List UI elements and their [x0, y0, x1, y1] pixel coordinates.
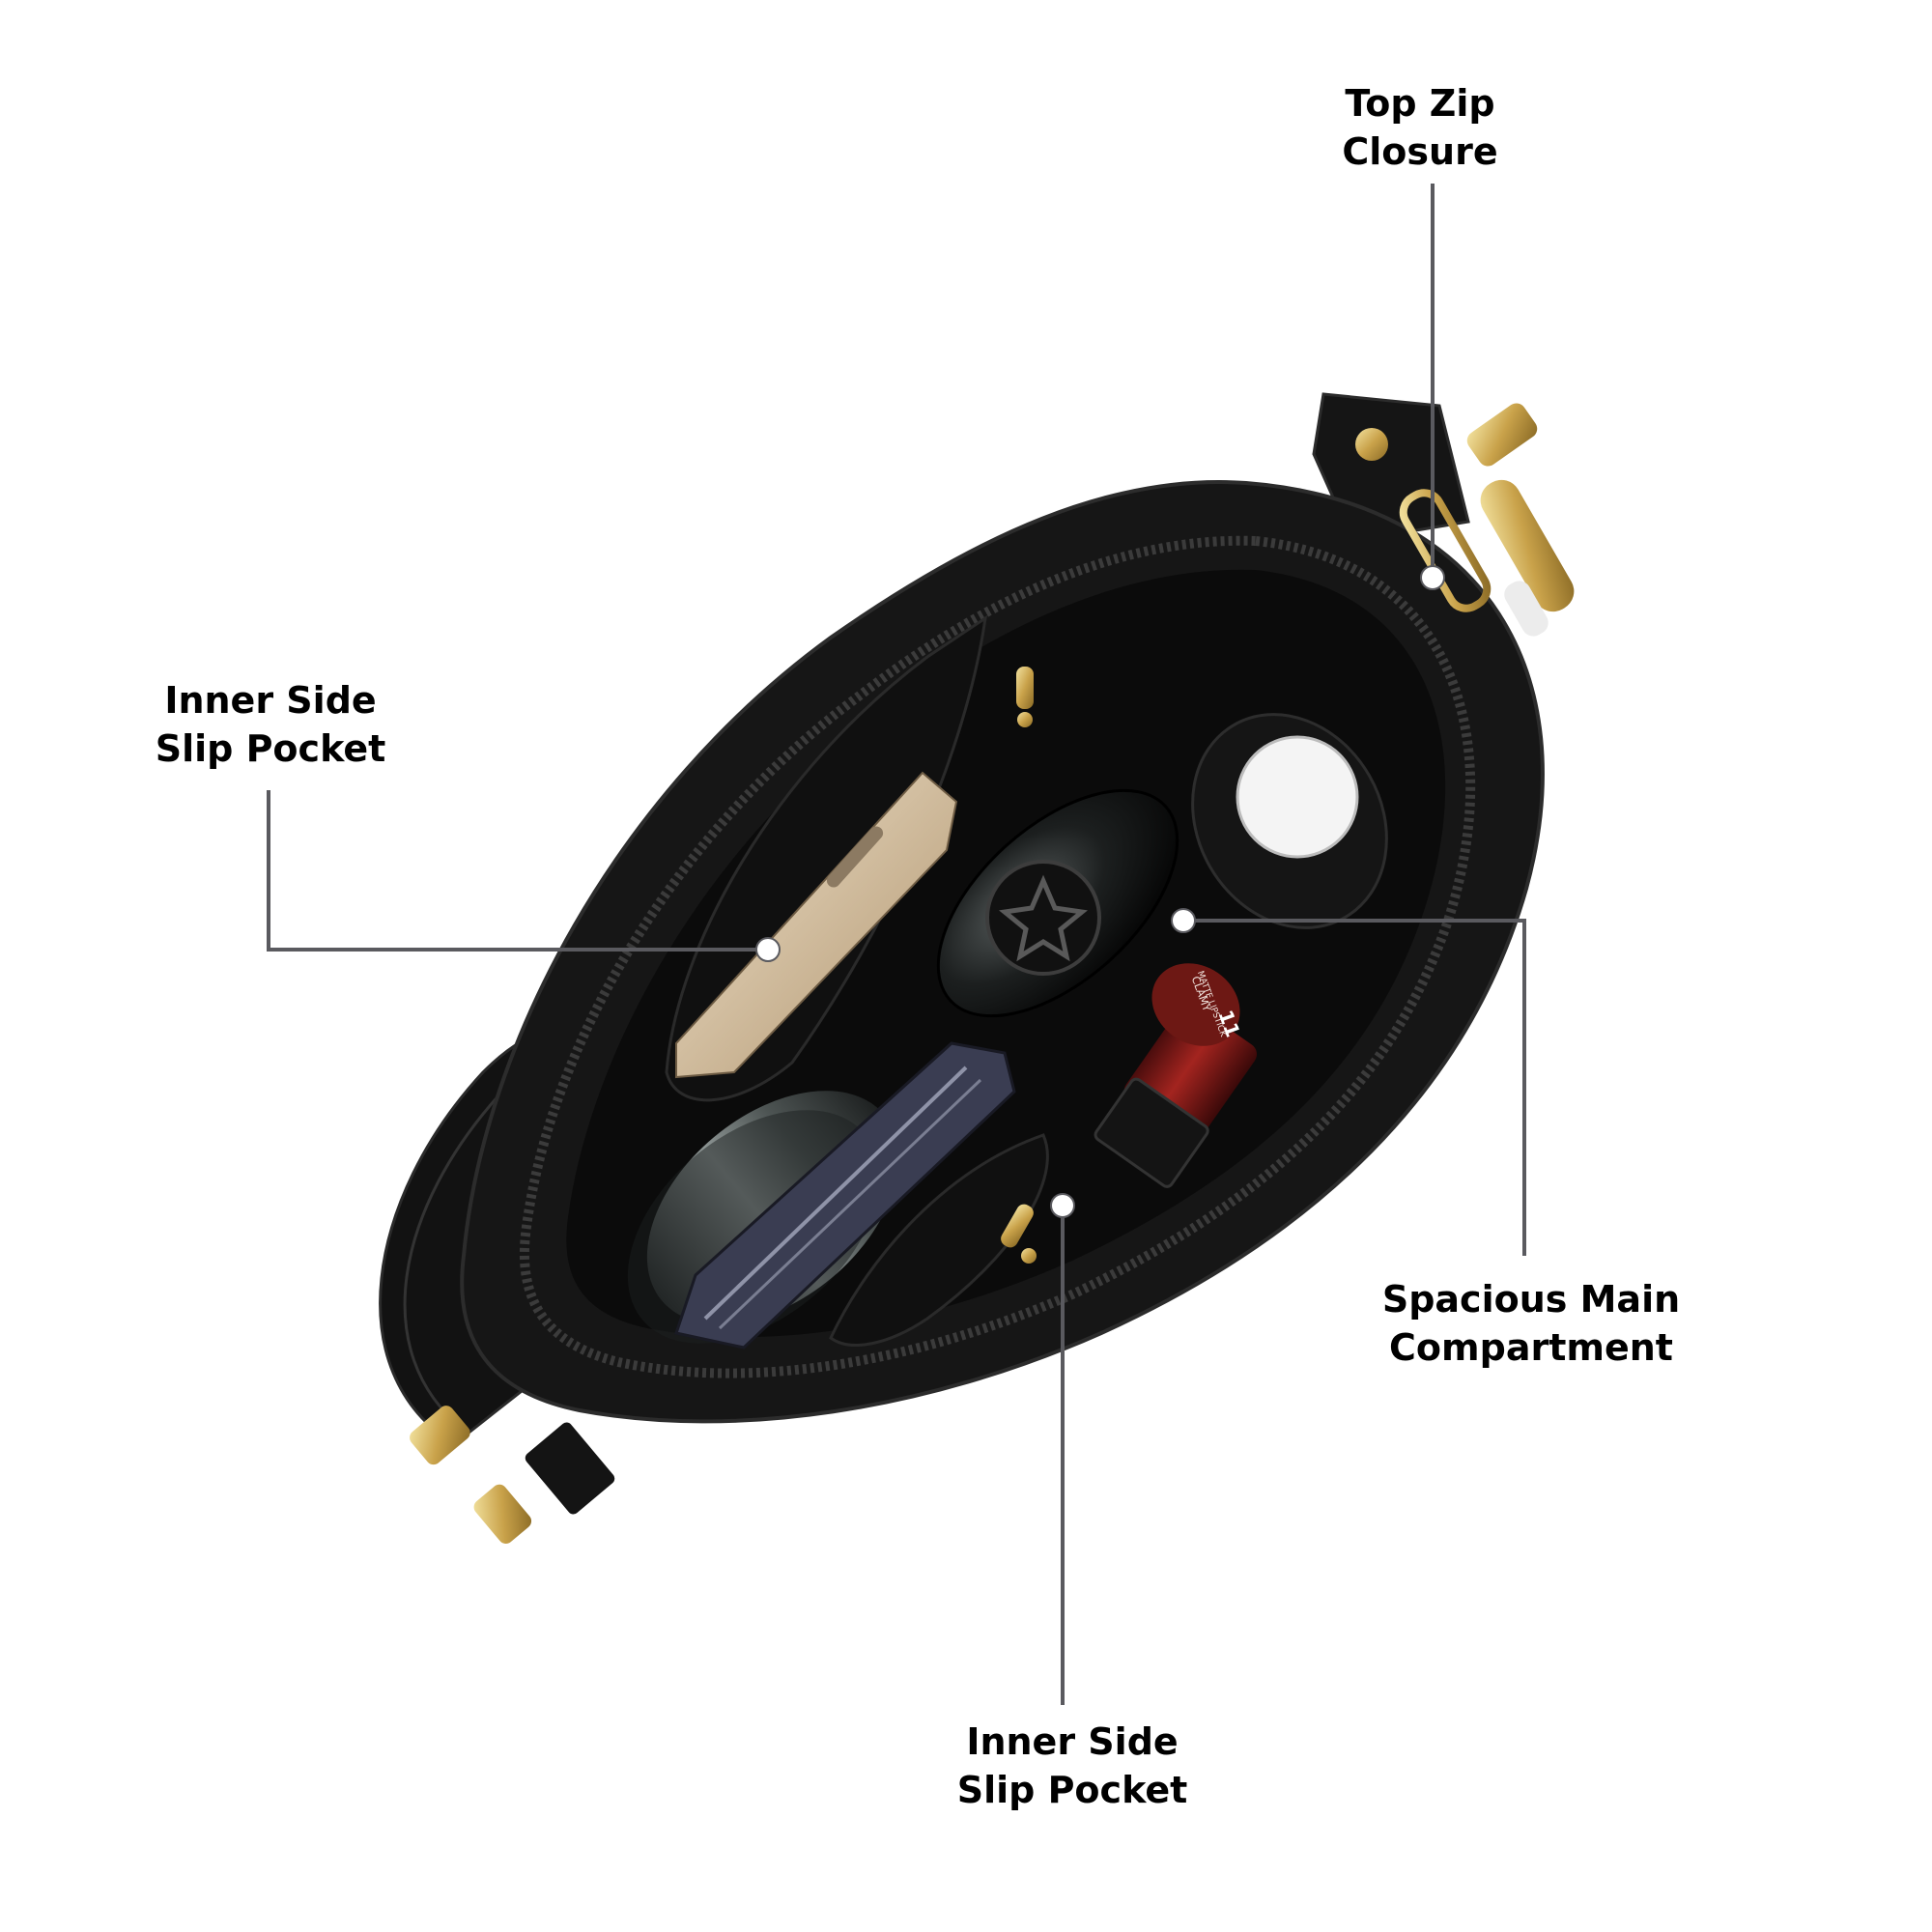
callout-lines	[267, 184, 1526, 1705]
callout-line-2: Compartment	[1389, 1326, 1673, 1369]
rivet	[1355, 428, 1388, 461]
callout-line-2: Closure	[1342, 130, 1498, 173]
bottom-pocket-zipper-pull	[1001, 1204, 1037, 1264]
callout-line-1: Inner Side	[164, 679, 377, 722]
pocket-zipper-pull	[1016, 667, 1034, 727]
callout-label-top-zip-closure: Top Zip Closure	[1275, 79, 1565, 176]
handbag: CLAMY MATTE LIPSTICK 11	[379, 392, 1575, 1545]
callout-label-spacious-main-compartment: Spacious Main Compartment	[1343, 1275, 1719, 1372]
notebook	[674, 1041, 1016, 1350]
callout-line-2: Slip Pocket	[155, 727, 386, 770]
leader-line-inner-left	[267, 790, 781, 962]
leader-line-top-zip	[1420, 184, 1445, 590]
callout-label-inner-side-slip-pocket-left: Inner Side Slip Pocket	[106, 676, 435, 773]
callout-line-2: Slip Pocket	[956, 1769, 1188, 1811]
lipstick: CLAMY MATTE LIPSTICK 11	[1094, 963, 1258, 1188]
callout-line-1: Top Zip	[1345, 82, 1495, 125]
inner-slip-pocket-bottom	[829, 1133, 1049, 1347]
oval-compact	[936, 788, 1179, 1018]
main-zipper-pull	[1399, 403, 1575, 637]
zipper-track	[519, 535, 1476, 1378]
jar	[1191, 713, 1388, 929]
strap-buckle	[410, 1406, 615, 1545]
jar-lid	[1236, 735, 1359, 859]
leader-line-inner-bottom	[1050, 1193, 1075, 1705]
leader-line-spacious	[1171, 908, 1526, 1256]
callout-line-1: Spacious Main	[1381, 1278, 1681, 1321]
callout-label-inner-side-slip-pocket-bottom: Inner Side Slip Pocket	[908, 1718, 1236, 1814]
callout-line-1: Inner Side	[966, 1720, 1179, 1763]
phone	[675, 771, 958, 1079]
